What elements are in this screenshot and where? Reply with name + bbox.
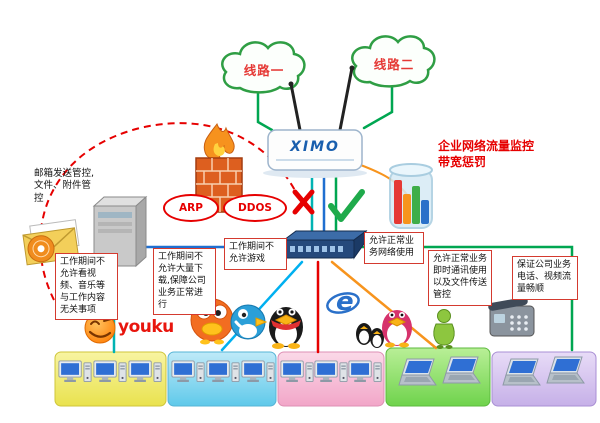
ie-browser-orbit-icon [326,292,360,314]
allowed-check-icon [328,189,365,222]
ddos-badge: DDOS [223,194,287,222]
qq-penguin-icon [269,307,303,349]
callout-allow-im: 允许正常业务即时通讯使用以及文件传送管控 [428,250,492,306]
ie-browser-letter: e [336,287,354,317]
switch-icon [282,230,368,260]
callout-voice-quality: 保证公司业务电话、视频流量畅顺 [512,256,578,300]
traffic-monitor-note: 企业网络流量监控 带宽惩罚 [438,139,535,170]
router-icon [263,129,367,178]
penguin-pair-icon [356,323,384,348]
router-antennas-icon [288,65,355,132]
cloud-line1-label: 线路一 [243,63,285,78]
router-brand-label: XIMO [290,139,340,155]
callout-no-download: 工作期间不允许大量下载,保障公司业务正常进行 [153,248,216,316]
arp-badge: ARP [163,194,219,222]
qq-pink-penguin-icon [382,310,412,348]
callout-allow-network: 允许正常业务网络使用 [364,232,424,264]
cloud-line2-label: 线路二 [373,57,415,72]
desk-phone-icon [488,297,535,337]
youku-wordmark: youku [118,317,174,337]
cloud-line1 [221,41,306,94]
callout-no-video: 工作期间不允许看视频、音乐等与工作内容无关事项 [55,253,118,321]
traffic-monitor-cup-icon [389,163,433,229]
cloud-line2 [351,35,436,88]
blocked-x-icon [292,189,315,215]
msn-buddy-icon [433,309,455,349]
callout-no-games: 工作期间不允许游戏 [224,238,287,270]
blue-bird-icon [230,304,268,340]
email-control-note: 邮箱发送管控,文件、附件管控 [34,168,95,204]
connector-lines [112,86,574,354]
